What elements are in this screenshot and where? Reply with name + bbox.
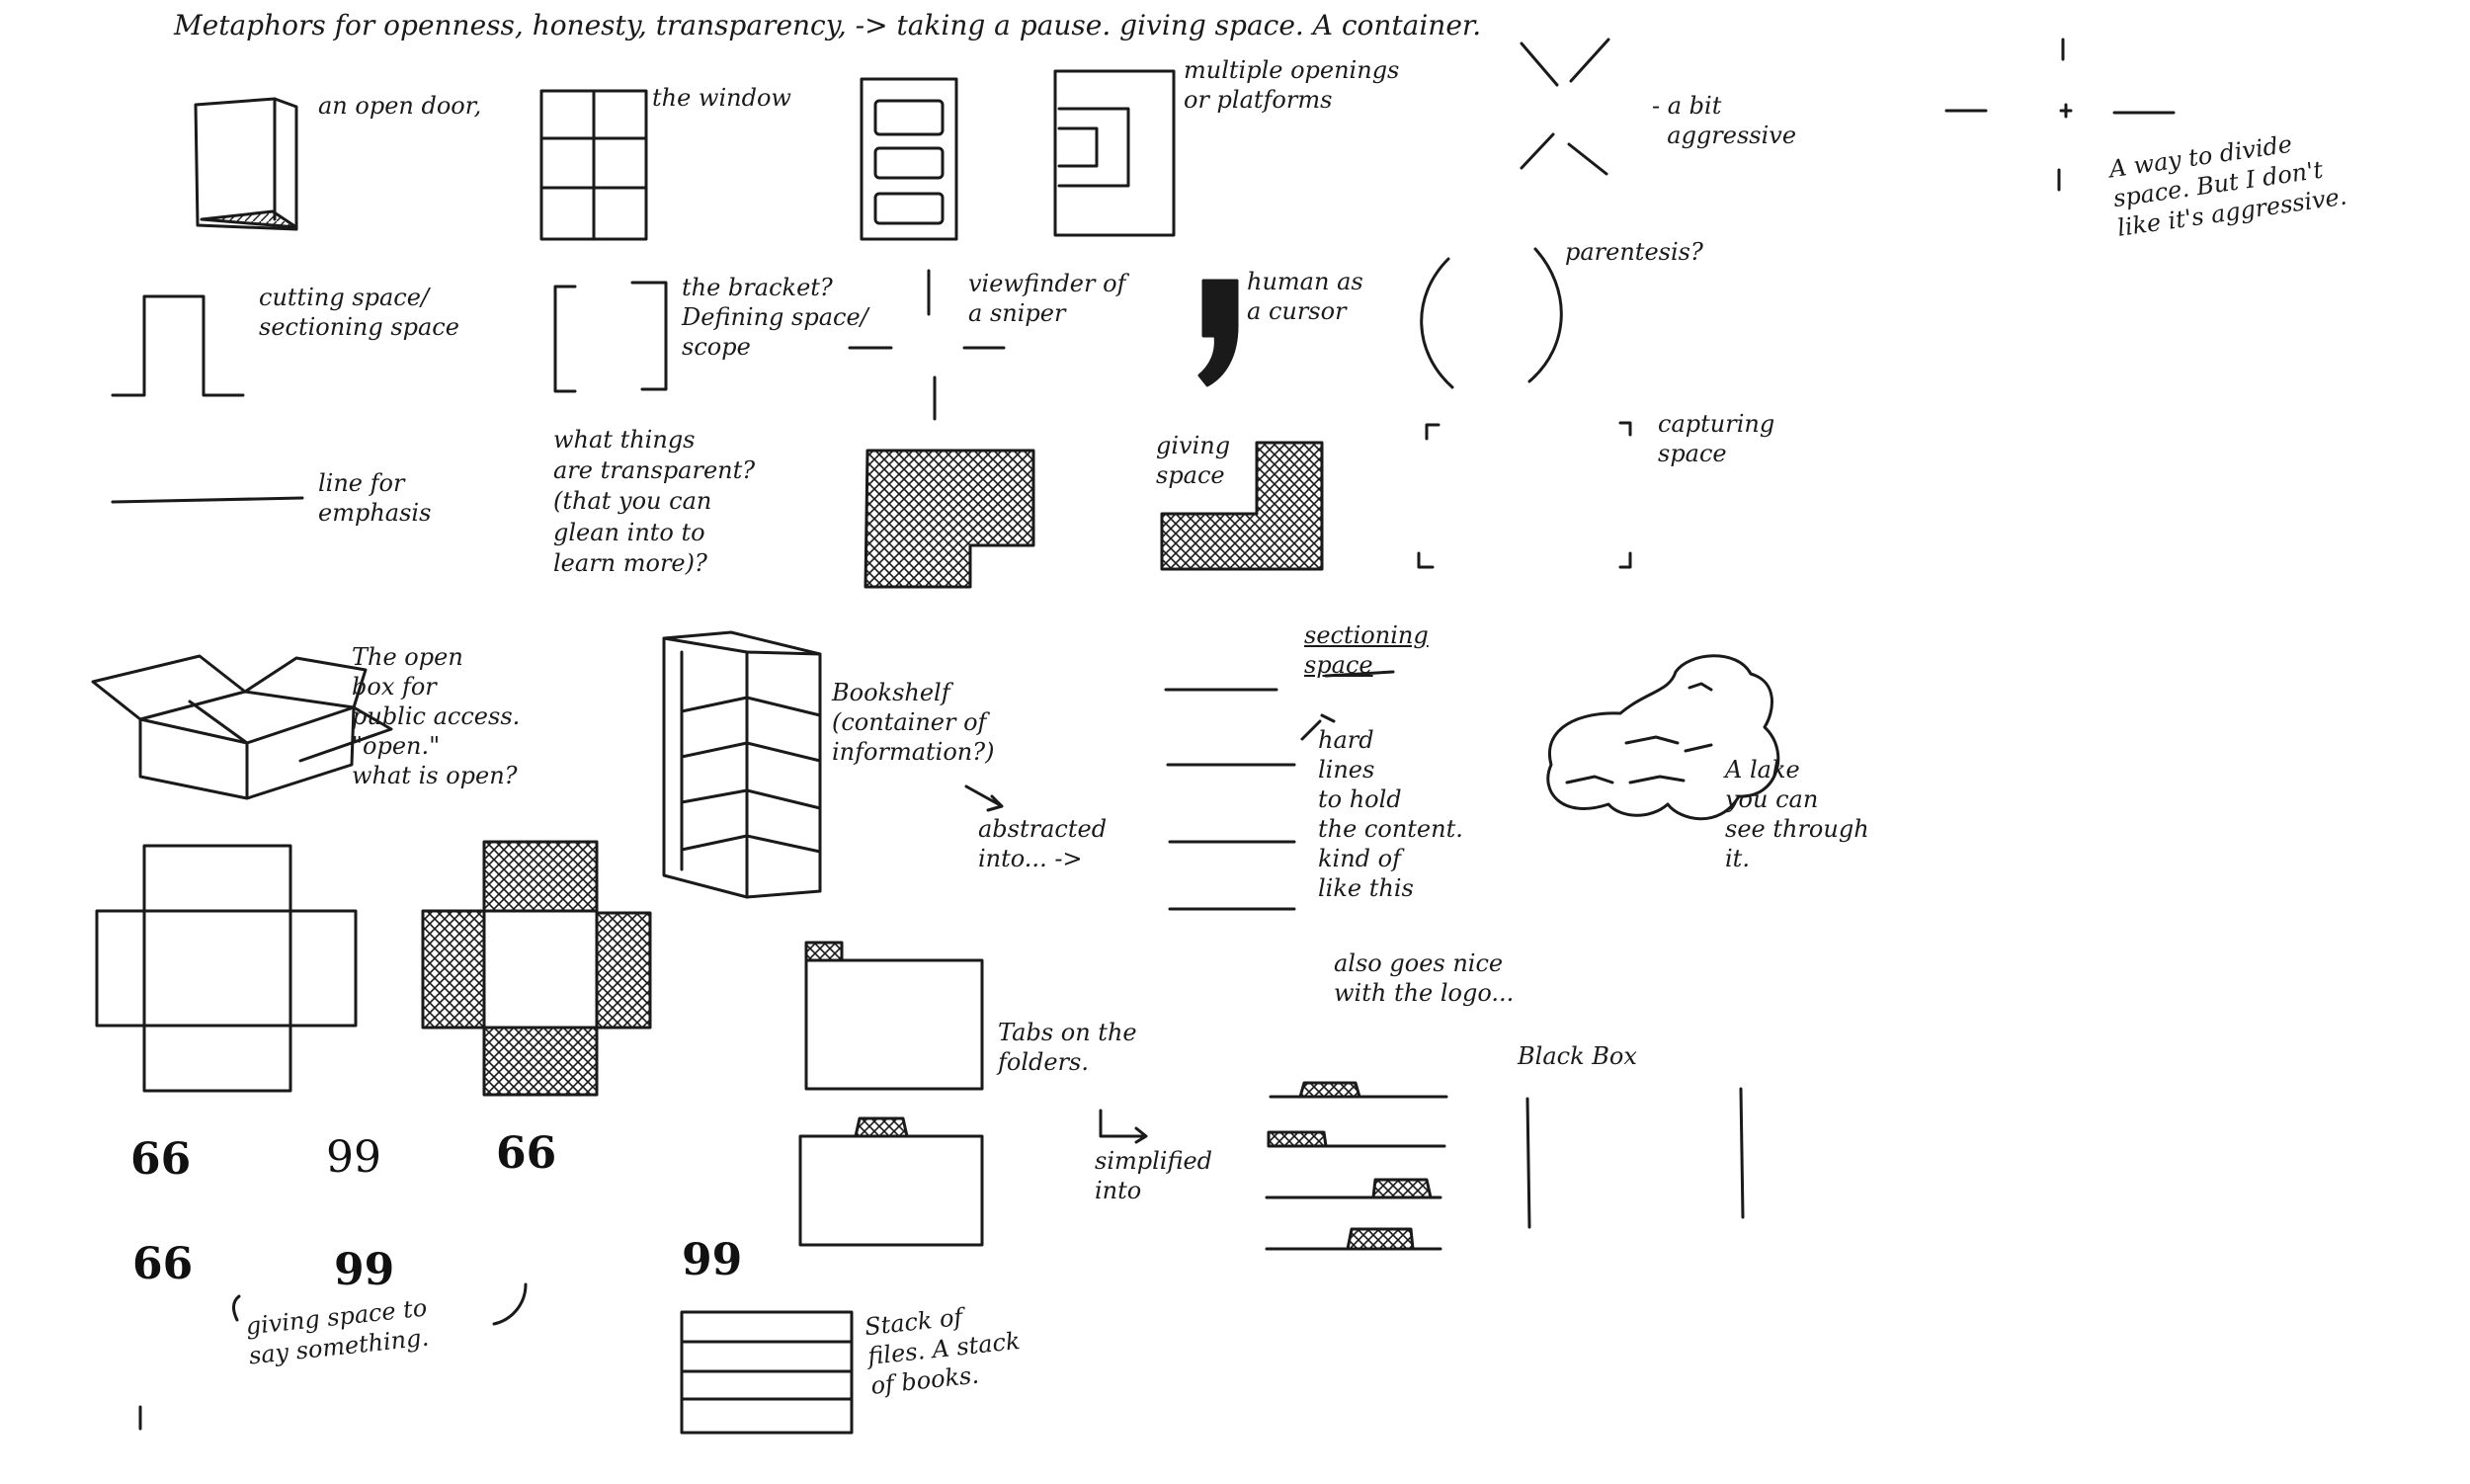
quote-close-2: 99 bbox=[334, 1245, 395, 1295]
stack-files-sketch bbox=[680, 1310, 854, 1435]
label-bookshelf: Bookshelf (container of information?) bbox=[832, 679, 995, 766]
cutting-space-sketch bbox=[111, 294, 245, 397]
label-cutting-space: cutting space/ sectioning space bbox=[259, 284, 459, 341]
parentheses-sketch bbox=[1420, 247, 1563, 389]
sectioning-lines-sketch bbox=[1164, 670, 1395, 911]
tab-lines-sketch bbox=[1265, 1081, 1448, 1251]
quote-close-3: 99 bbox=[682, 1235, 743, 1285]
label-human-cursor: human as a cursor bbox=[1247, 268, 1363, 325]
bracket-sketch bbox=[553, 281, 668, 393]
label-black-box: Black Box bbox=[1518, 1042, 1637, 1070]
folder-2-sketch bbox=[798, 1116, 984, 1247]
label-hard-lines: hard lines to hold the content. kind of … bbox=[1318, 726, 1463, 902]
label-multiple-openings: multiple openings or platforms bbox=[1184, 56, 1400, 114]
label-logo-note: also goes nice with the logo... bbox=[1334, 949, 1515, 1007]
aggressive-x-sketch bbox=[1520, 38, 1610, 176]
divide-cross-sketch bbox=[1944, 38, 2176, 192]
label-tabs-folders: Tabs on the folders. bbox=[998, 1019, 1137, 1076]
label-abstracted: abstracted into... -> bbox=[978, 815, 1108, 872]
label-transparent-things: what things are transparent? (that you c… bbox=[553, 426, 756, 577]
label-stack-files: Stack of files. A stack of books. bbox=[863, 1302, 1022, 1400]
folder-1-sketch bbox=[804, 941, 984, 1091]
label-simplified: simplified into bbox=[1095, 1147, 1213, 1204]
open-box-sketch bbox=[91, 654, 393, 800]
label-open-box: The open box for public access. "open." … bbox=[352, 643, 521, 789]
quote-open-1: 66 bbox=[130, 1134, 192, 1185]
label-lake: A lake you can see through it. bbox=[1725, 756, 1869, 872]
viewfinder-sketch bbox=[848, 269, 1006, 421]
label-open-door: an open door, bbox=[318, 92, 482, 120]
page-title: Metaphors for openness, honesty, transpa… bbox=[174, 9, 1482, 41]
label-viewfinder: viewfinder of a sniper bbox=[968, 270, 1126, 327]
platforms-sketch bbox=[860, 77, 958, 241]
open-door-sketch bbox=[194, 97, 298, 231]
giving-space-brackets bbox=[138, 1282, 528, 1431]
bookshelf-sketch bbox=[662, 630, 822, 899]
abstracted-arrow bbox=[964, 784, 1004, 812]
label-sectioning-space: sectioning space bbox=[1304, 621, 1429, 679]
hatched-shape-sketch bbox=[864, 449, 1035, 589]
capturing-corners-sketch bbox=[1417, 421, 1632, 569]
giving-space-sketch bbox=[1160, 441, 1324, 571]
quote-close-1: 99 bbox=[326, 1132, 381, 1183]
human-cursor-sketch bbox=[1197, 279, 1239, 387]
label-capturing-space: capturing space bbox=[1658, 410, 1775, 467]
label-window: the window bbox=[652, 84, 791, 112]
label-giving-space: giving space bbox=[1156, 432, 1231, 489]
label-bracket: the bracket? Defining space/ scope bbox=[682, 274, 868, 361]
emphasis-line-sketch bbox=[111, 496, 304, 504]
simplified-arrow bbox=[1099, 1109, 1148, 1144]
quote-open-2: 66 bbox=[496, 1128, 557, 1179]
black-box-lines bbox=[1525, 1087, 1745, 1229]
nested-openings-sketch bbox=[1053, 69, 1176, 237]
window-sketch bbox=[539, 89, 648, 241]
box-net-sketch bbox=[95, 844, 358, 1093]
hatched-net-sketch bbox=[421, 840, 652, 1097]
quote-open-3: 66 bbox=[132, 1239, 194, 1289]
lake-sketch bbox=[1546, 654, 1780, 821]
label-parentesis: parentesis? bbox=[1565, 238, 1703, 266]
label-line-emphasis: line for emphasis bbox=[318, 469, 432, 527]
label-a-bit-aggressive: - a bit aggressive bbox=[1652, 92, 1797, 149]
